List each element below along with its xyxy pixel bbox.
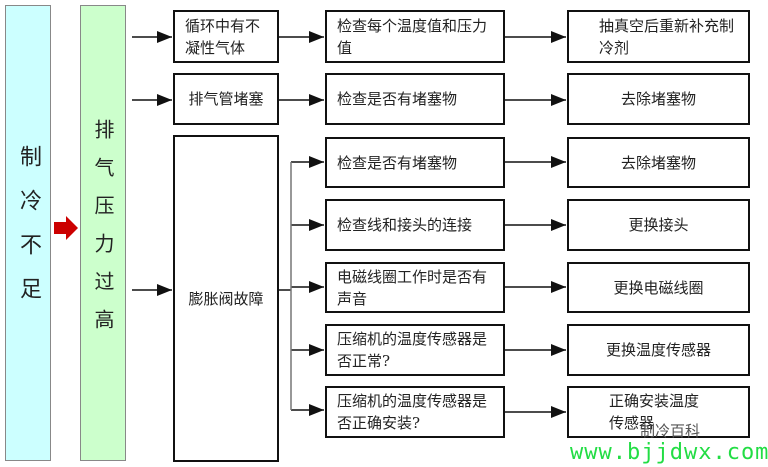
- check-label: 压缩机的温度传感器是否正常?: [337, 330, 488, 370]
- problem-box: 排气管堵塞: [173, 73, 279, 125]
- fix-box: 去除堵塞物: [567, 137, 750, 188]
- check-label: 压缩机的温度传感器是否正确安装?: [337, 392, 488, 432]
- check-label: 检查是否有堵塞物: [337, 90, 458, 108]
- fix-label: 正确安装温度传感器: [609, 392, 700, 432]
- fix-label: 抽真空后重新补充制冷剂: [599, 16, 735, 57]
- fix-label: 去除堵塞物: [620, 90, 696, 108]
- check-box: 检查是否有堵塞物: [325, 137, 505, 188]
- check-box: 检查线和接头的连接: [325, 199, 505, 251]
- cause-title: 排气压力过高: [91, 119, 115, 347]
- check-box: 压缩机的温度传感器是否正确安装?: [325, 386, 505, 438]
- cause-bar: 排气压力过高: [80, 5, 126, 461]
- root-problem-bar: 制冷不足: [5, 5, 51, 461]
- fix-label: 更换接头: [628, 216, 689, 234]
- fix-label: 更换温度传感器: [605, 341, 711, 359]
- fix-box: 更换电磁线圈: [567, 262, 750, 313]
- fix-label: 更换电磁线圈: [613, 278, 704, 297]
- fix-box: 更换温度传感器: [567, 324, 750, 376]
- fix-box: 正确安装温度传感器: [567, 386, 750, 438]
- check-box: 检查是否有堵塞物: [325, 73, 505, 125]
- check-label: 检查线和接头的连接: [337, 216, 473, 234]
- fix-box: 更换接头: [567, 199, 750, 251]
- check-box: 电磁线圈工作时是否有声音: [325, 262, 505, 313]
- fix-box: 去除堵塞物: [567, 73, 750, 125]
- root-title: 制冷不足: [16, 145, 41, 321]
- problem-label: 膨胀阀故障: [188, 289, 264, 308]
- red-arrow: [54, 216, 78, 240]
- problem-label: 排气管堵塞: [188, 90, 264, 108]
- watermark-url: www.bjjdwx.com: [570, 440, 768, 465]
- check-label: 检查每个温度值和压力值: [337, 16, 488, 57]
- fix-label: 去除堵塞物: [620, 153, 696, 172]
- watermark-brand: 制冷百科: [640, 422, 701, 440]
- fix-box: 抽真空后重新补充制冷剂: [567, 10, 750, 63]
- check-label: 电磁线圈工作时是否有声音: [337, 267, 488, 308]
- problem-box: 循环中有不凝性气体: [173, 10, 279, 63]
- problem-label: 循环中有不凝性气体: [185, 16, 261, 57]
- check-box: 检查每个温度值和压力值: [325, 10, 505, 63]
- problem-box: 膨胀阀故障: [173, 135, 279, 462]
- check-label: 检查是否有堵塞物: [337, 153, 458, 172]
- check-box: 压缩机的温度传感器是否正常?: [325, 324, 505, 376]
